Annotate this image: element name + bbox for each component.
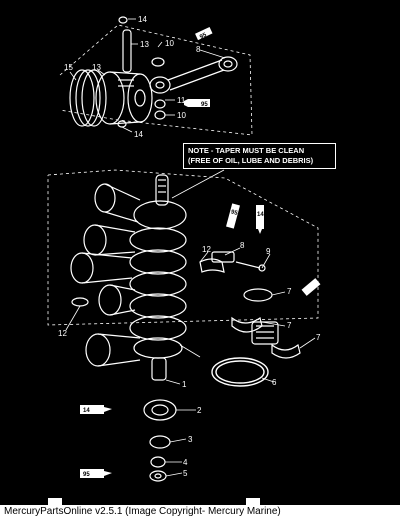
taper-clean-note: NOTE - TAPER MUST BE CLEAN (FREE OF OIL,… <box>183 143 336 169</box>
callout-label: 3 <box>188 435 193 444</box>
lubricant-tube: 14 <box>80 405 112 414</box>
callout-label: 12 <box>202 245 211 254</box>
callout-labels: 14 13 10 8 15 13 11 14 10 12 8 9 7 7 12 … <box>58 15 321 478</box>
callout-label: 7 <box>287 321 292 330</box>
callout-label: 4 <box>183 458 188 467</box>
crankshaft-drawing <box>129 174 187 381</box>
crankshaft-group-outline <box>47 169 319 326</box>
svg-text:95: 95 <box>230 209 239 217</box>
svg-text:95: 95 <box>199 32 208 41</box>
svg-text:14: 14 <box>83 408 90 414</box>
callout-label: 2 <box>197 406 202 415</box>
note-line-1: NOTE - TAPER MUST BE CLEAN <box>188 146 305 155</box>
seal-ring-drawing <box>211 357 269 387</box>
callout-label: 13 <box>140 40 149 49</box>
piston-pin-drawing <box>117 16 132 128</box>
connecting-rod-drawing <box>149 56 238 120</box>
callout-label: 8 <box>240 241 245 250</box>
lower-bearing-stack-drawing <box>143 399 177 482</box>
callout-label: 14 <box>138 15 147 24</box>
upper-group-outline <box>59 24 253 136</box>
note-pointer-line <box>171 169 225 199</box>
lubricant-tube: 95 <box>226 203 240 229</box>
bearing-parts-drawing <box>71 288 301 359</box>
cylinder-pistons-drawing <box>70 183 141 367</box>
callout-label: 10 <box>165 39 174 48</box>
exploded-parts-diagram: 14 13 10 8 15 13 11 14 10 12 8 9 7 7 12 … <box>47 15 321 505</box>
callout-label: 13 <box>92 63 101 72</box>
callout-label: 5 <box>183 469 188 478</box>
callout-label: 14 <box>134 130 143 139</box>
callout-label: 10 <box>177 111 186 120</box>
callout-label: 11 <box>177 96 186 105</box>
callout-label: 9 <box>266 247 271 256</box>
svg-text:14: 14 <box>257 212 264 218</box>
copyright-footer: MercuryPartsOnline v2.5.1 (Image Copyrig… <box>0 505 400 519</box>
note-line-2: (FREE OF OIL, LUBE AND DEBRIS) <box>188 156 314 165</box>
lubricant-tube: 14 <box>256 205 264 234</box>
rod-cap-drawing <box>199 251 266 273</box>
lubricant-tube: 95 <box>184 99 210 108</box>
piston-drawing <box>95 71 153 125</box>
callout-label: 1 <box>182 380 187 389</box>
callout-label: 8 <box>196 45 201 54</box>
legend-swatch <box>48 498 62 505</box>
piston-rings-group <box>69 69 107 127</box>
lubricant-tube: 95 <box>195 26 213 41</box>
lubricant-tube: 95 <box>80 469 112 478</box>
callout-label: 15 <box>64 63 73 72</box>
callout-label: 6 <box>272 378 277 387</box>
callout-label: 7 <box>287 287 292 296</box>
legend-swatch <box>246 498 260 505</box>
leader-lines <box>65 18 316 477</box>
lubricant-tube <box>301 278 321 296</box>
callout-label: 12 <box>58 329 67 338</box>
callout-label: 7 <box>316 333 321 342</box>
svg-text:95: 95 <box>83 472 90 478</box>
svg-text:95: 95 <box>201 102 208 108</box>
